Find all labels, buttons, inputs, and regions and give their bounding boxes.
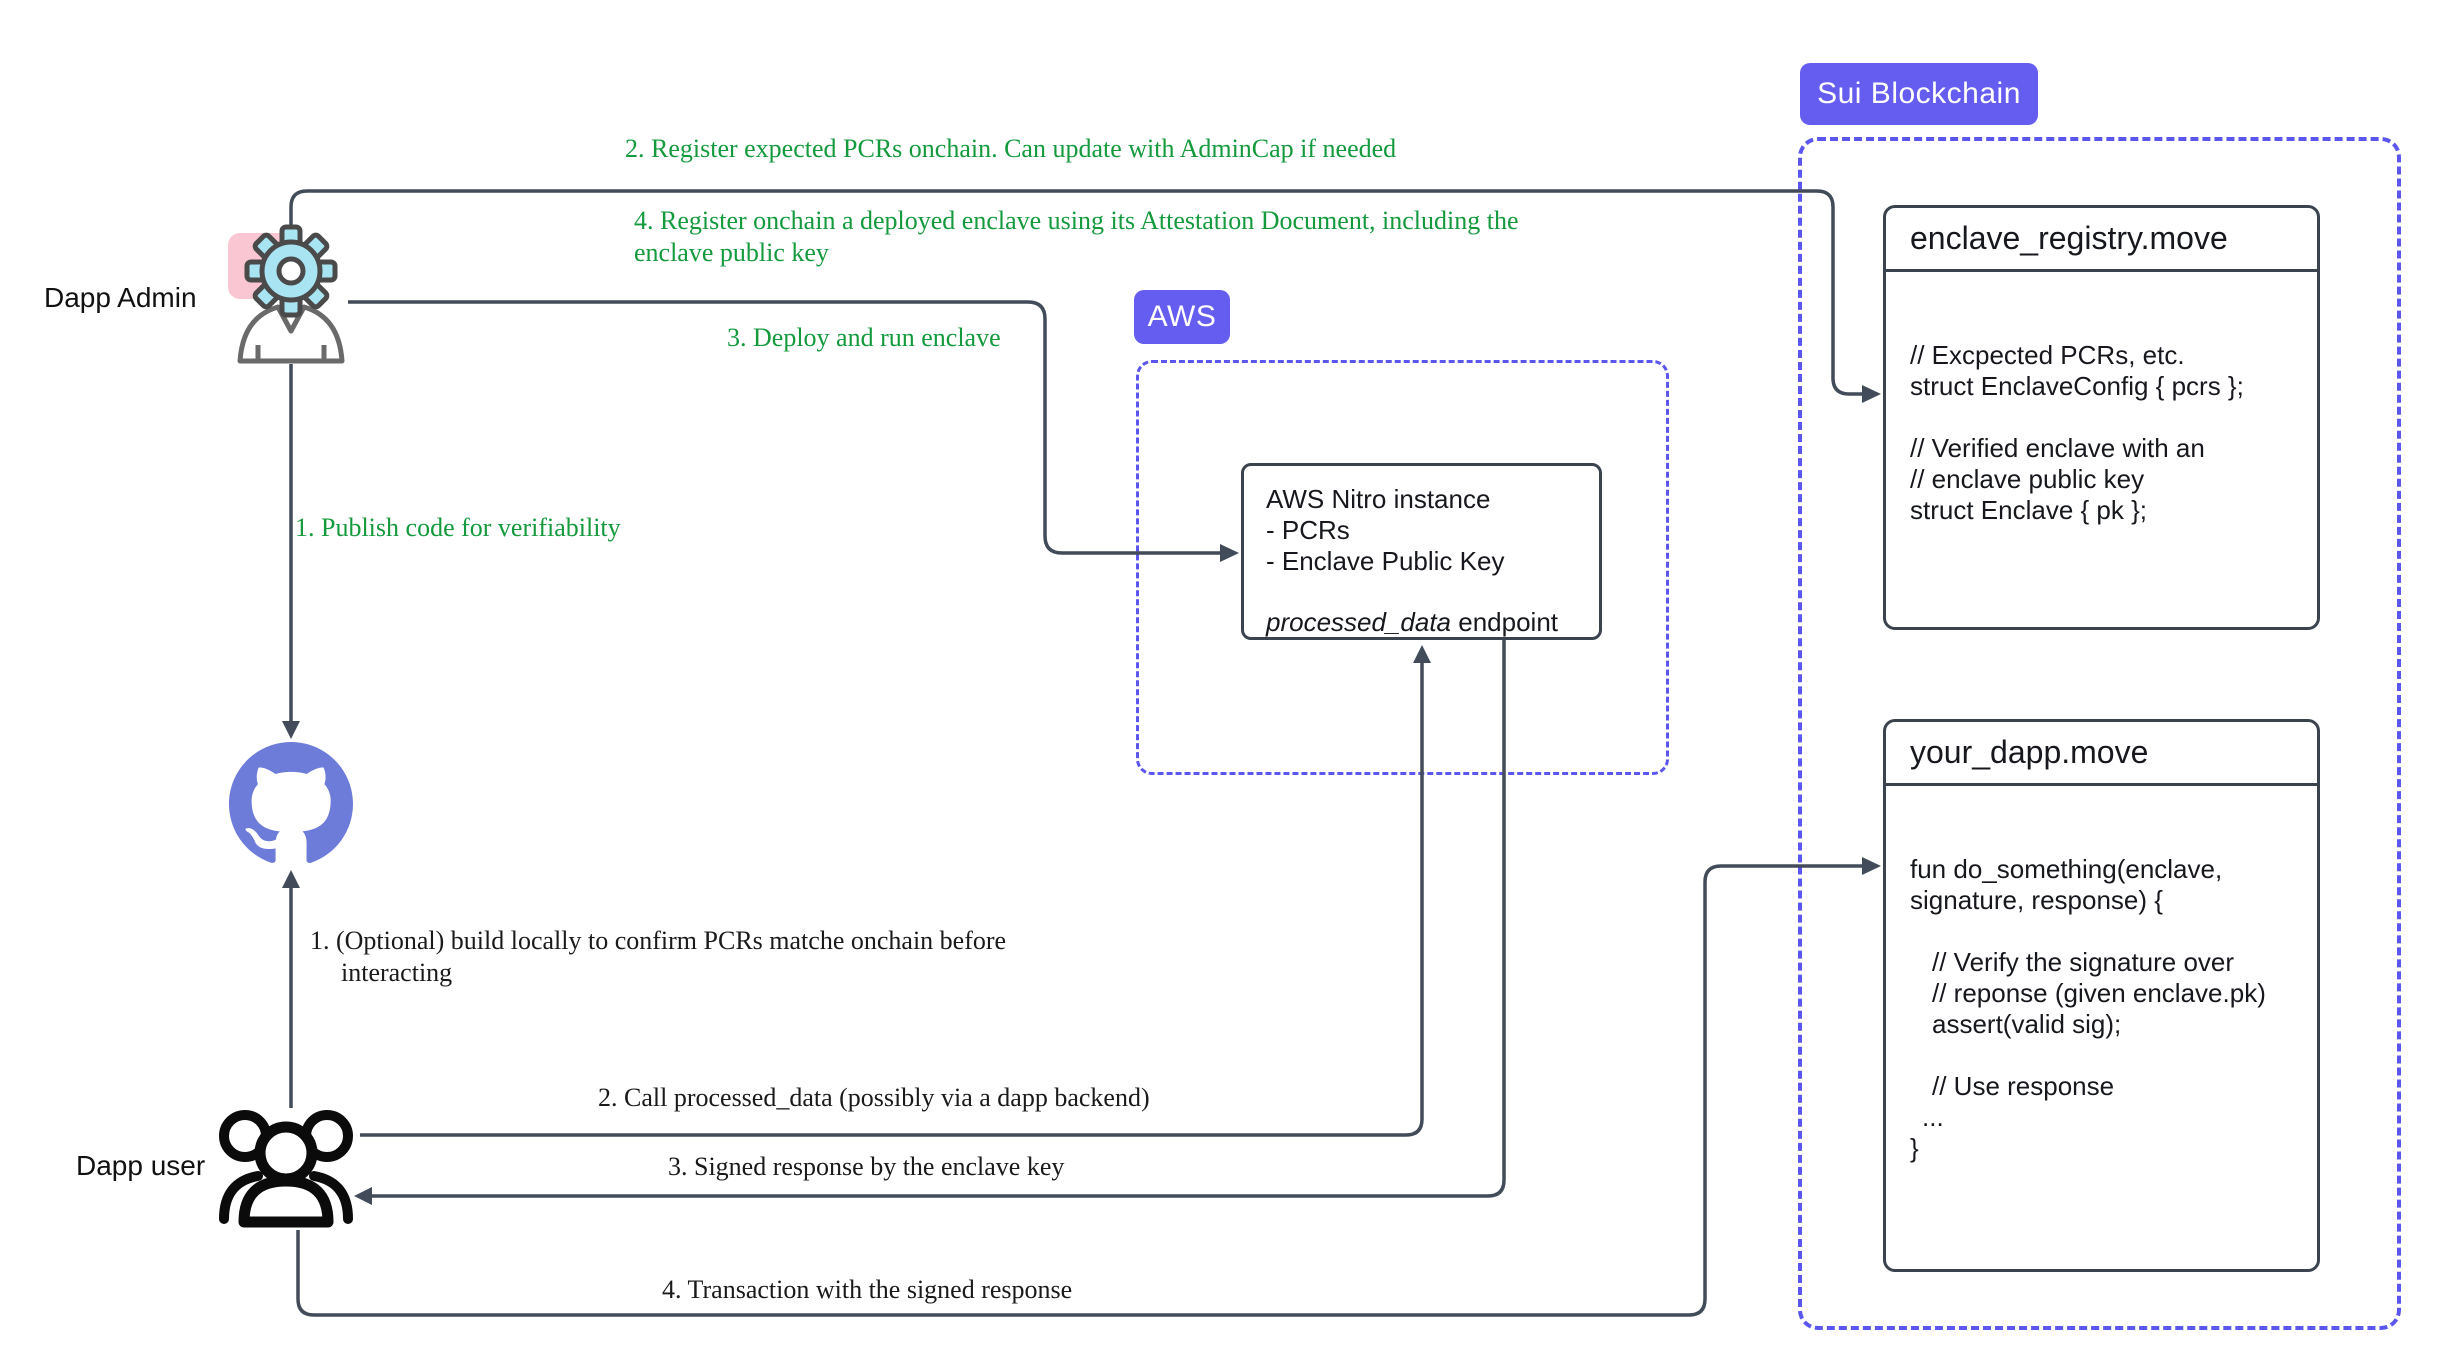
arrowhead-publish-code (282, 721, 300, 739)
annotation-publish-code: 1. Publish code for verifiability (295, 513, 621, 542)
your-dapp-code: fun do_something(enclave, signature, res… (1886, 786, 2317, 1164)
annotation-register-enclave: 4. Register onchain a deployed enclave u… (634, 206, 1519, 267)
annotation-build-locally: 1. (Optional) build locally to confirm P… (310, 926, 1007, 987)
aws-nitro-box: AWS Nitro instance - PCRs - Enclave Publ… (1241, 463, 1602, 640)
code-line: } (1910, 1133, 1919, 1163)
arrowhead-build-locally (282, 870, 300, 888)
dapp-user-icon (219, 1110, 353, 1228)
sui-blockchain-region (1798, 137, 2401, 1330)
annotation-transaction: 4. Transaction with the signed response (662, 1275, 1073, 1304)
annotation-signed-response: 3. Signed response by the enclave key (668, 1152, 1065, 1181)
enclave-registry-code: // Excpected PCRs, etc. struct EnclaveCo… (1886, 272, 2317, 526)
code-line: // Use response (1932, 1071, 2115, 1101)
arrowhead-signed-response (354, 1187, 372, 1205)
enclave-registry-title: enclave_registry.move (1886, 208, 2317, 272)
arrowhead-deploy-enclave (1220, 544, 1239, 562)
code-line: // enclave public key (1910, 464, 2145, 494)
nitro-bullet-pcrs: - PCRs (1266, 515, 1350, 545)
nitro-title: AWS Nitro instance (1266, 484, 1491, 514)
nitro-bullet-key: - Enclave Public Key (1266, 546, 1505, 576)
admin-person-shape (237, 304, 345, 364)
code-line: // Verified enclave with an (1910, 433, 2205, 463)
code-line: // Verify the signature over (1932, 947, 2235, 977)
gear-icon (244, 224, 338, 318)
sui-blockchain-badge: Sui Blockchain (1800, 63, 2038, 125)
dapp-admin-icon (228, 224, 345, 364)
nitro-endpoint-line: processed_data endpoint (1266, 607, 1581, 638)
annotation-deploy-enclave: 3. Deploy and run enclave (727, 323, 1001, 352)
code-line: signature, response) { (1910, 885, 2163, 915)
arrow-transaction-line (296, 864, 1863, 1317)
dapp-admin-label: Dapp Admin (44, 282, 197, 313)
your-dapp-title: your_dapp.move (1886, 722, 2317, 786)
code-line: // reponse (given enclave.pk) (1932, 978, 2266, 1008)
aws-badge: AWS (1134, 290, 1230, 344)
annotation-register-pcrs: 2. Register expected PCRs onchain. Can u… (625, 134, 1397, 163)
code-line (1910, 916, 2297, 947)
enclave-registry-box: enclave_registry.move // Excpected PCRs,… (1883, 205, 2320, 630)
endpoint-name: processed_data (1266, 607, 1452, 637)
admin-person-collar-ticks (255, 345, 327, 361)
aws-region (1136, 360, 1669, 775)
arrowhead-transaction (1862, 857, 1881, 875)
code-line (1910, 1040, 2297, 1071)
code-line: struct EnclaveConfig { pcrs }; (1910, 371, 2244, 401)
code-line: struct Enclave { pk }; (1910, 495, 2148, 525)
code-line (1910, 402, 2297, 433)
arrowhead-register-pcrs (1862, 385, 1881, 403)
annotation-call-endpoint: 2. Call processed_data (possibly via a d… (598, 1083, 1150, 1112)
arrow-call-endpoint-line (360, 662, 1424, 1137)
your-dapp-box: your_dapp.move fun do_something(enclave,… (1883, 719, 2320, 1272)
arrow-deploy-enclave-line (348, 300, 1221, 555)
code-line: // Excpected PCRs, etc. (1910, 340, 2185, 370)
arrowhead-call-endpoint (1413, 645, 1431, 663)
arrow-register-pcrs-line (289, 189, 1863, 396)
endpoint-suffix: endpoint (1451, 607, 1559, 637)
dapp-user-label: Dapp user (76, 1150, 206, 1181)
code-line: fun do_something(enclave, (1910, 854, 2223, 884)
code-line: ... (1922, 1102, 1944, 1132)
arrow-signed-response-line (372, 640, 1506, 1198)
code-line: assert(valid sig); (1932, 1009, 2122, 1039)
github-icon (229, 742, 353, 863)
